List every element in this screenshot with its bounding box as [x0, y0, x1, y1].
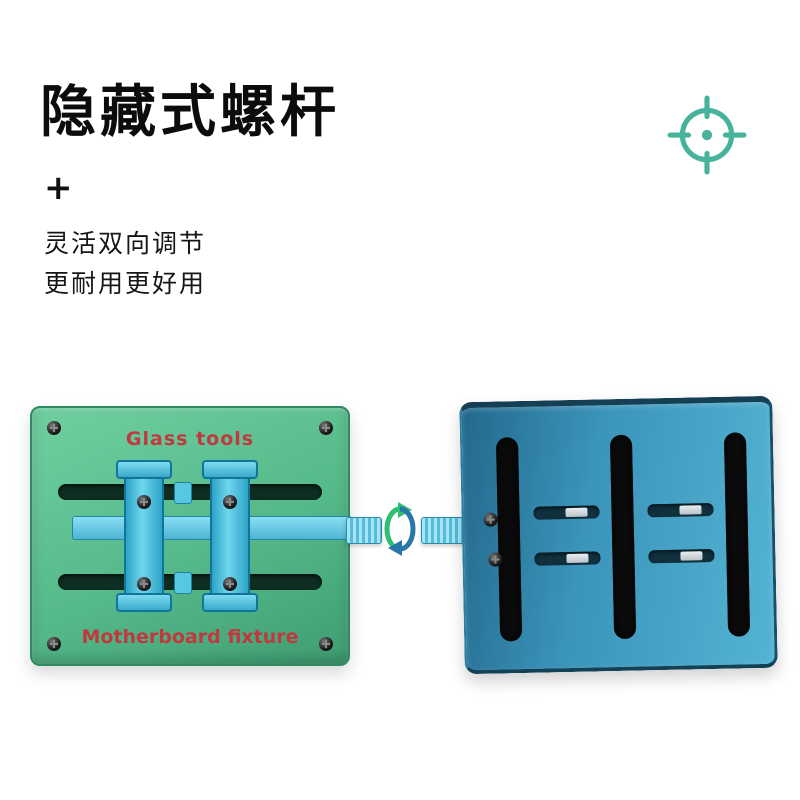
corner-screw [319, 421, 333, 435]
clamp-flange [202, 460, 258, 479]
subtitle-line-1: 灵活双向调节 [44, 229, 207, 258]
slider-nut [174, 572, 192, 594]
clamp-right [202, 460, 258, 612]
rubber-strip [495, 437, 523, 642]
slide-slot [534, 551, 601, 566]
crosshair-target-icon [667, 95, 747, 175]
slide-slot [648, 548, 715, 564]
rubber-strip [609, 434, 637, 640]
page-title: 隐藏式螺杆 [40, 80, 340, 145]
plate-screw [483, 512, 498, 527]
rotation-arrows-icon [384, 502, 416, 556]
slider-tab [565, 507, 588, 518]
clamp-screw [137, 495, 151, 509]
clamp-flange [202, 593, 258, 612]
green-plate-top-label: Glass tools [125, 428, 255, 450]
green-fixture-plate: Glass tools Motherboard fixture [30, 406, 352, 666]
clamp-flange [116, 460, 172, 479]
slide-slot [647, 503, 714, 518]
clamp-left [116, 460, 172, 612]
clamp-screw [223, 495, 237, 509]
rubber-strip [723, 432, 751, 637]
blue-fixture-plate [459, 395, 778, 675]
corner-screw [319, 637, 333, 651]
green-plate-bottom-label: Motherboard fixture [81, 626, 299, 648]
plus-sign: + [44, 168, 73, 208]
slider-tab [679, 505, 702, 515]
subtitle-line-2: 更耐用更好用 [44, 269, 207, 298]
screw-rod-left [346, 517, 382, 544]
clamp-flange [116, 593, 172, 612]
slider-tab [680, 551, 703, 561]
clamp-screw [223, 577, 237, 591]
slider-nut [174, 482, 192, 504]
slide-slot [533, 505, 600, 520]
clamp-screw [137, 577, 151, 591]
corner-screw [47, 637, 61, 651]
slider-tab [566, 553, 589, 564]
corner-screw [47, 421, 61, 435]
